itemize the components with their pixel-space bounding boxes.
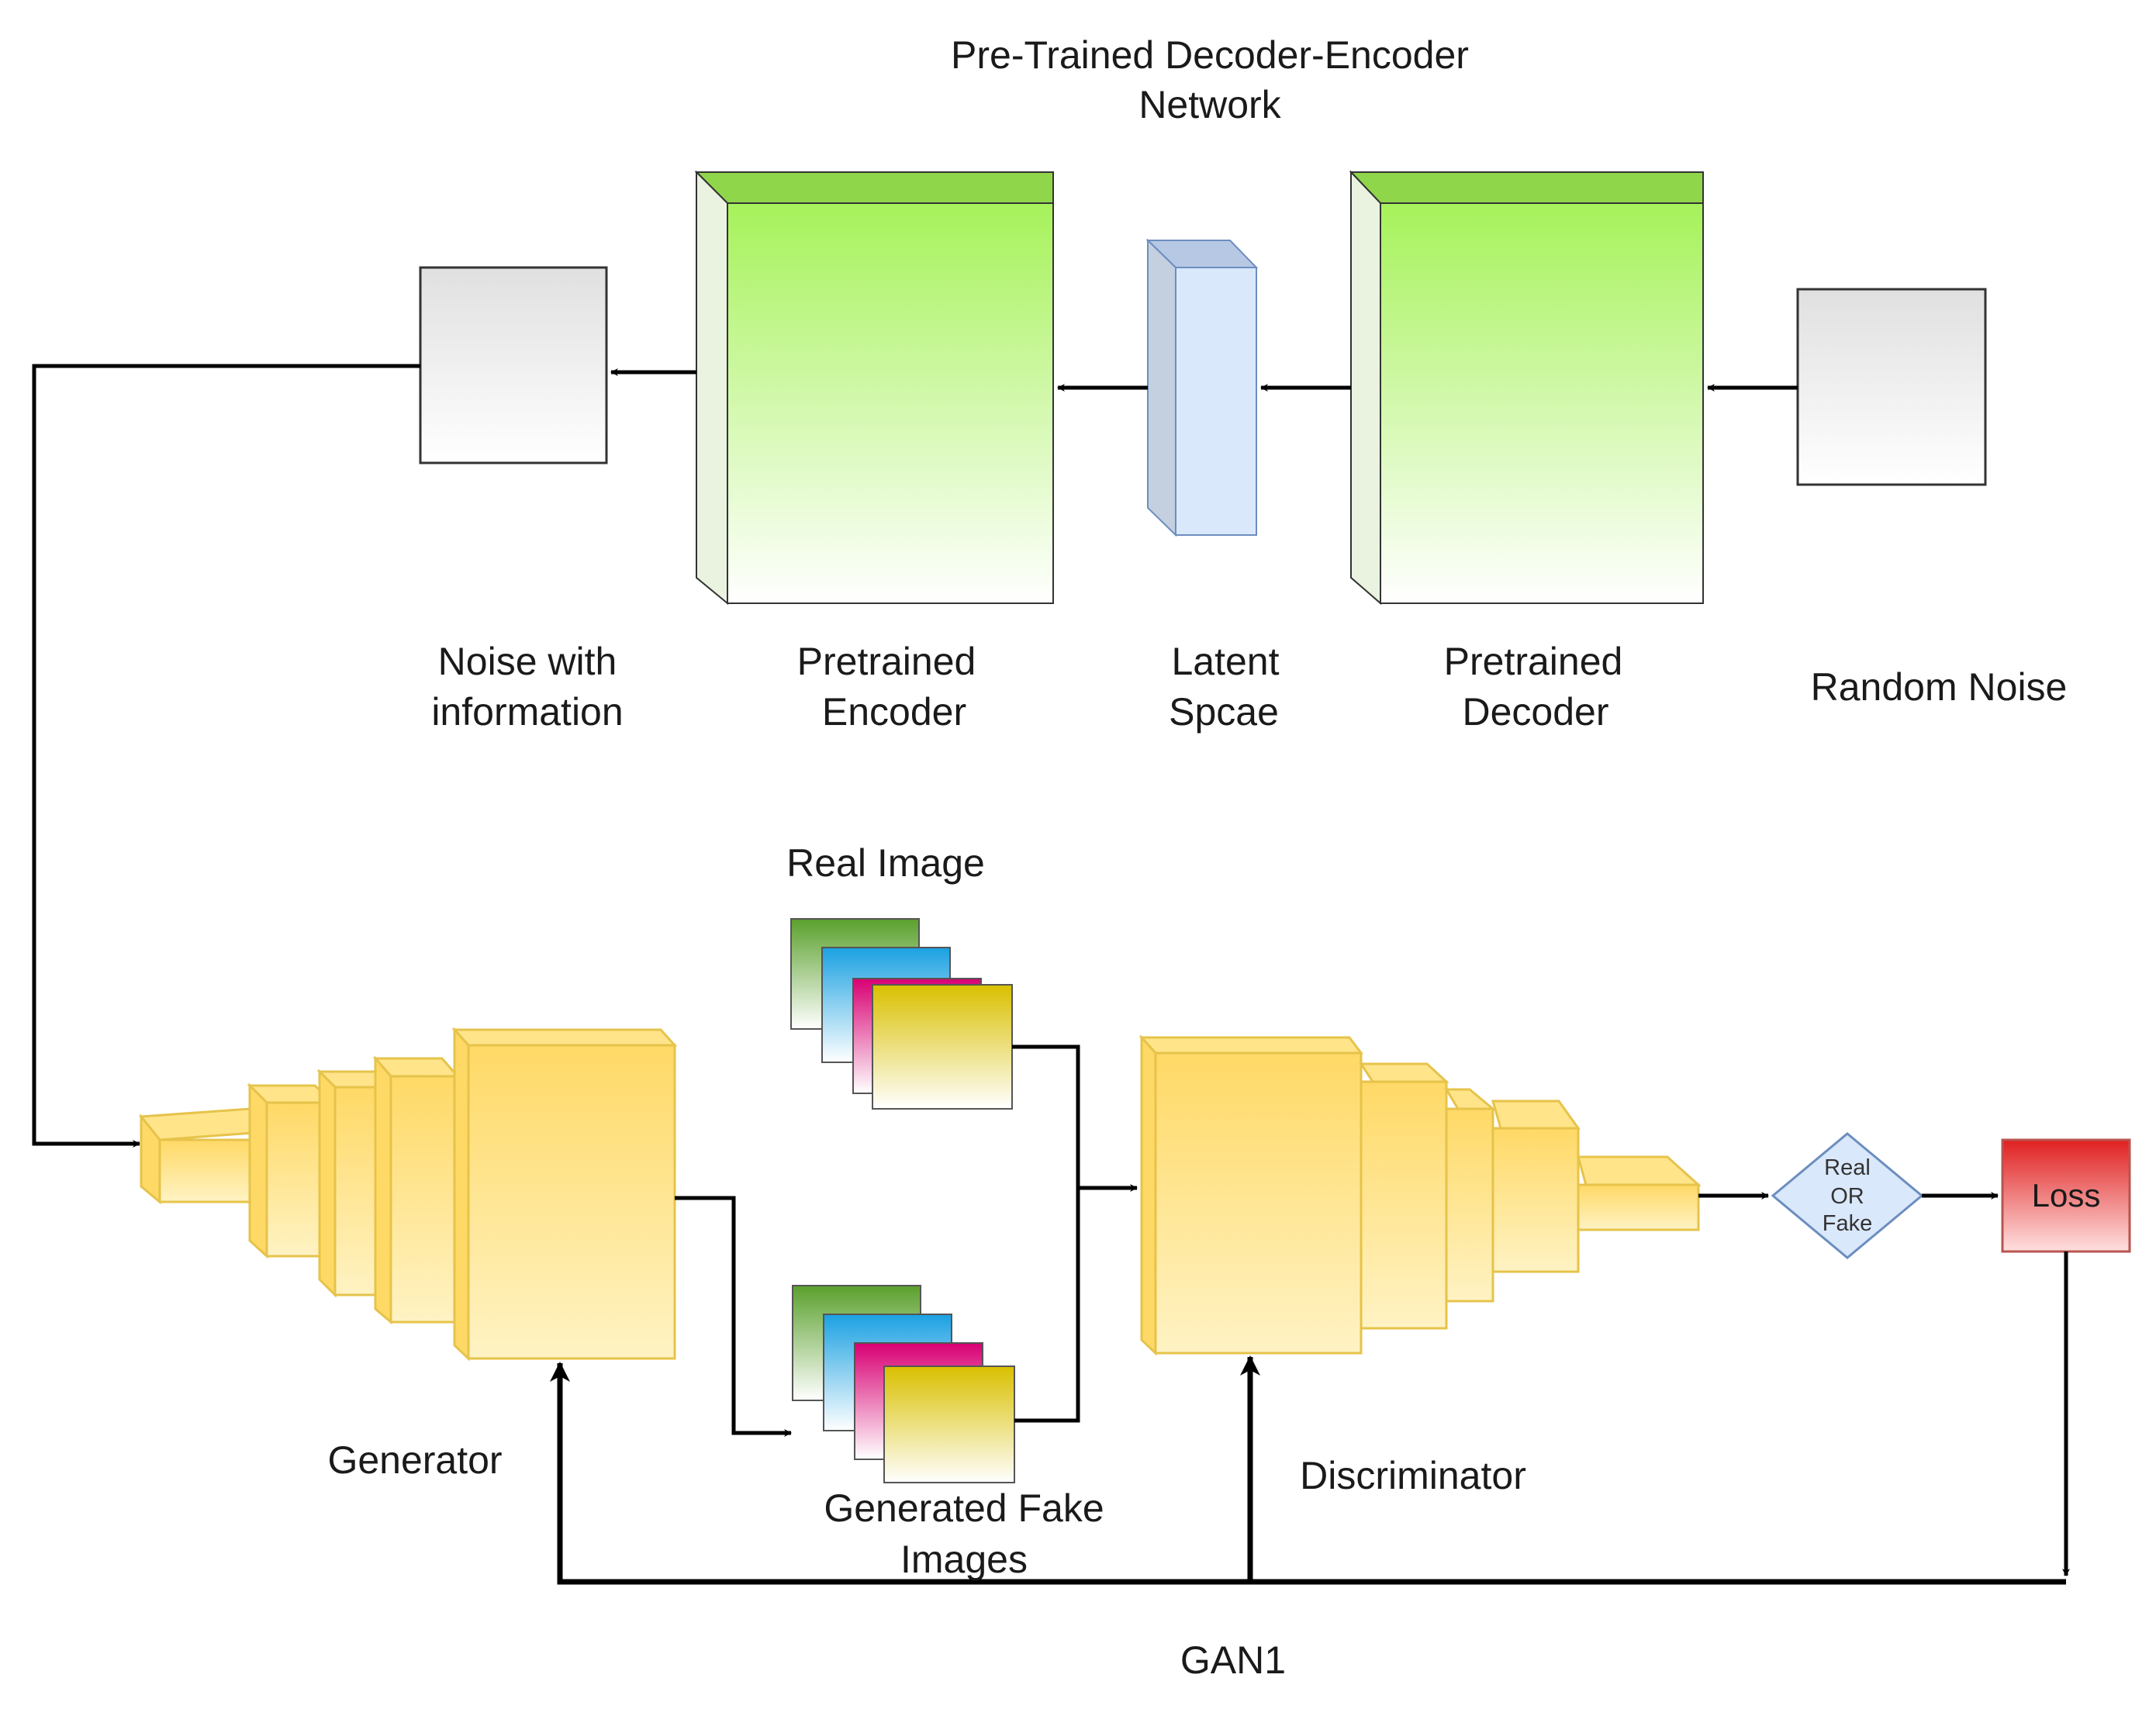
- label-generated-fake-2: Images: [900, 1538, 1028, 1581]
- arrow-generator-to-fake-images: [675, 1196, 792, 1437]
- decision-label-2: OR: [1830, 1184, 1864, 1209]
- real-image-stack: [790, 918, 1013, 1110]
- pretrained-decoder-block: [1349, 170, 1704, 606]
- wire-real-images-to-discriminator: [1012, 1044, 1080, 1188]
- decision-label-1: Real: [1824, 1155, 1871, 1180]
- label-generator: Generator: [327, 1438, 502, 1482]
- latent-space-block: [1145, 238, 1259, 537]
- label-latent-space-2: Spcae: [1169, 690, 1279, 734]
- label-noise-with-information-1: Noise with: [438, 640, 617, 683]
- loss-box: [2001, 1138, 2131, 1253]
- label-real-image: Real Image: [786, 841, 985, 885]
- label-generated-fake-1: Generated Fake: [824, 1486, 1104, 1530]
- real-or-fake-decision: [1771, 1132, 1924, 1259]
- label-pretrained-encoder-2: Encoder: [822, 690, 966, 734]
- label-pretrained-decoder-1: Pretrained: [1444, 640, 1623, 683]
- generator-block: [139, 1027, 678, 1362]
- noise-with-information-box: [419, 266, 608, 464]
- label-gan1: GAN1: [1180, 1638, 1286, 1682]
- wire-fake-images-to-discriminator: [1014, 1188, 1080, 1423]
- diagram-title-line2: Network: [1138, 83, 1281, 126]
- diagram-title-line1: Pre-Trained Decoder-Encoder: [951, 33, 1469, 77]
- label-noise-with-information-2: information: [431, 690, 623, 734]
- label-pretrained-encoder-1: Pretrained: [797, 640, 976, 683]
- arrow-noise-info-to-generator: [32, 364, 420, 1148]
- random-noise-box: [1796, 288, 1987, 486]
- discriminator-block: [1138, 1034, 1702, 1356]
- loss-label: Loss: [2032, 1177, 2101, 1214]
- label-discriminator: Discriminator: [1300, 1454, 1526, 1497]
- pretrained-encoder-block: [694, 170, 1054, 606]
- decision-label-3: Fake: [1823, 1211, 1872, 1236]
- label-latent-space-1: Latent: [1171, 640, 1279, 683]
- generated-fake-image-stack: [792, 1285, 1015, 1483]
- label-random-noise: Random Noise: [1811, 665, 2068, 709]
- label-pretrained-decoder-2: Decoder: [1463, 690, 1609, 734]
